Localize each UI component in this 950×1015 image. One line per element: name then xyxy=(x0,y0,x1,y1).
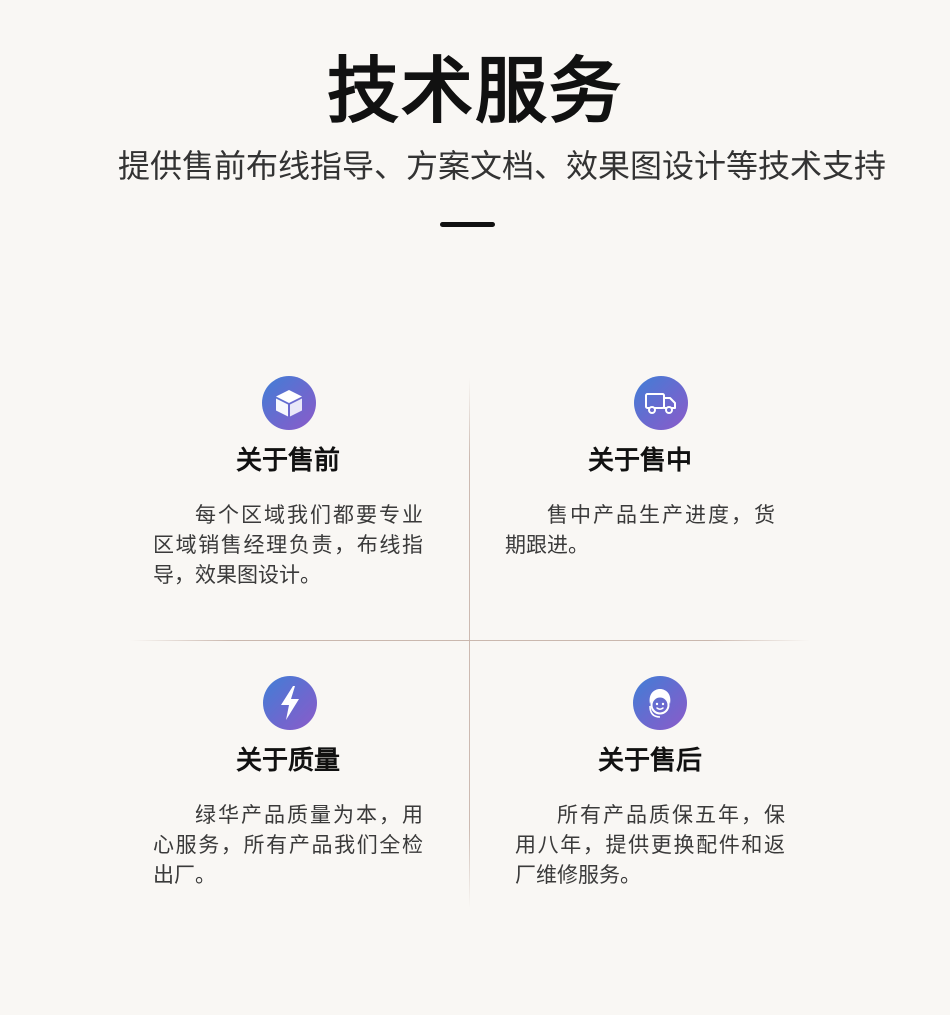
card-title: 关于售中 xyxy=(587,446,692,476)
vertical-divider xyxy=(469,378,470,908)
card-text: 所有产品质保五年，保用八年，提供更换配件和返厂维修服务。 xyxy=(515,803,785,887)
card-title: 关于售后 xyxy=(597,746,702,776)
box-icon xyxy=(262,376,316,430)
customer-service-icon xyxy=(633,676,687,730)
card-presale: 关于售前 每个区域我们都要专业区域销售经理负责，布线指导，效果图设计。 xyxy=(153,376,423,606)
truck-icon xyxy=(634,376,688,430)
page-title: 技术服务 xyxy=(326,49,623,133)
card-insale: 关于售中 售中产品生产进度，货期跟进。 xyxy=(505,376,775,606)
card-text: 绿华产品质量为本，用心服务，所有产品我们全检出厂。 xyxy=(153,803,423,887)
page-subtitle: 提供售前布线指导、方案文档、效果图设计等技术支持 xyxy=(117,147,886,185)
card-title: 关于质量 xyxy=(235,746,340,776)
title-underline xyxy=(440,222,495,227)
lightning-icon xyxy=(263,676,317,730)
card-aftersale: 关于售后 所有产品质保五年，保用八年，提供更换配件和返厂维修服务。 xyxy=(515,676,785,906)
card-text: 售中产品生产进度，货期跟进。 xyxy=(505,503,775,557)
card-quality: 关于质量 绿华产品质量为本，用心服务，所有产品我们全检出厂。 xyxy=(153,676,423,906)
horizontal-divider xyxy=(130,640,810,641)
card-title: 关于售前 xyxy=(235,446,340,476)
card-text: 每个区域我们都要专业区域销售经理负责，布线指导，效果图设计。 xyxy=(153,503,423,587)
